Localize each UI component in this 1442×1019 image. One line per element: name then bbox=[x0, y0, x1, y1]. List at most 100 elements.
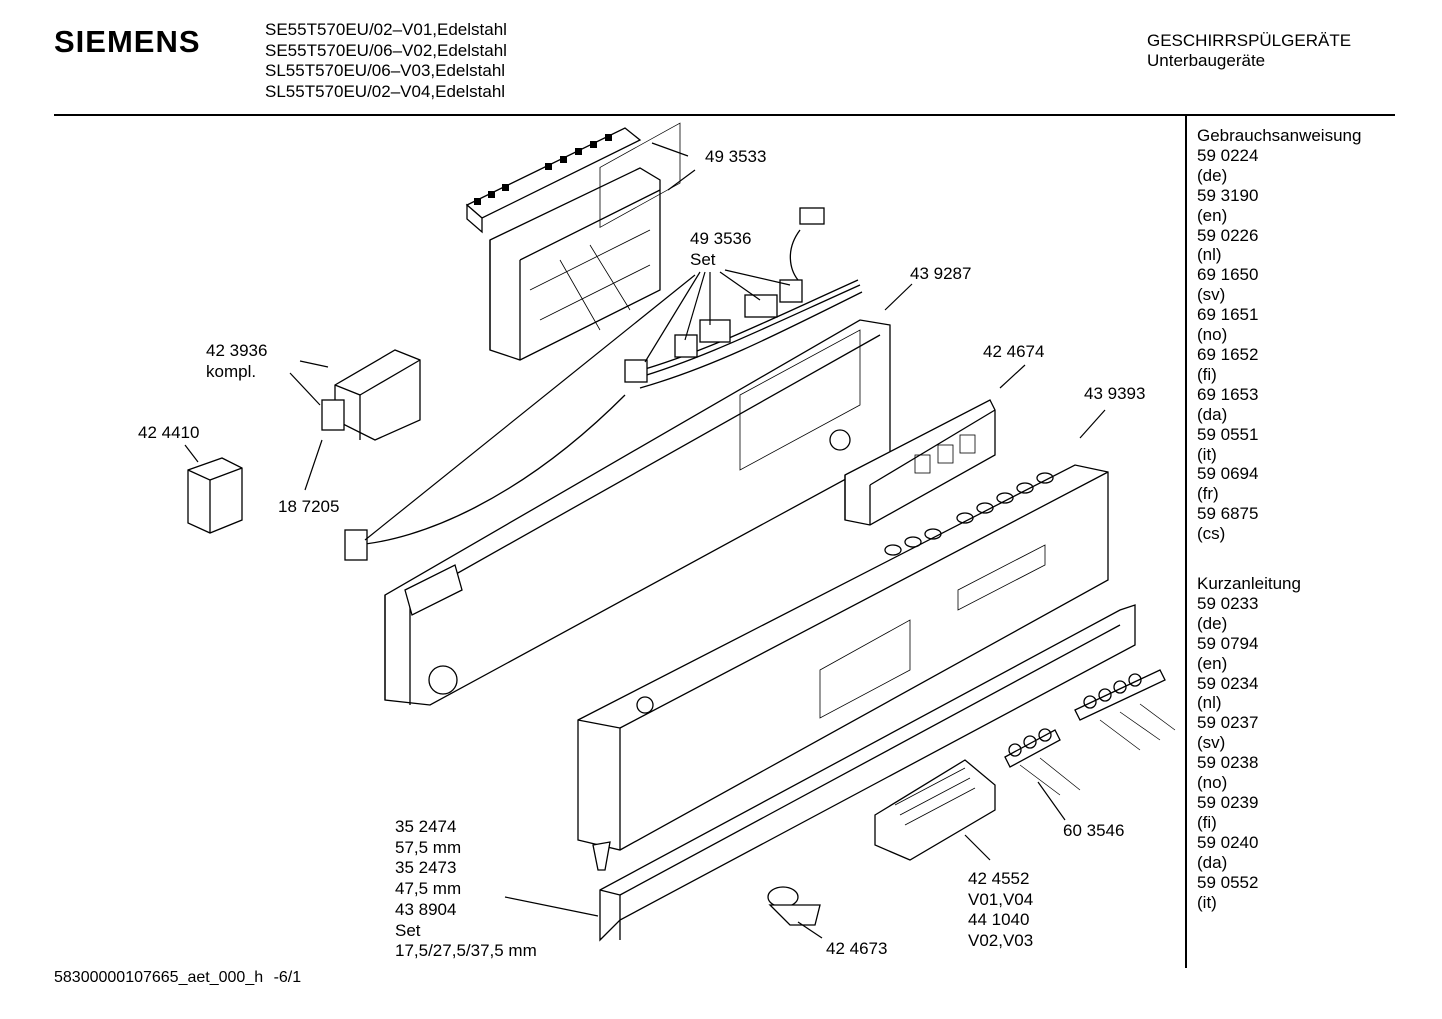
key-cap bbox=[474, 198, 481, 205]
part-label-424674: 42 4674 bbox=[983, 342, 1045, 361]
part-number: 35 2473 bbox=[395, 858, 457, 878]
electronic-module bbox=[465, 127, 661, 361]
small-sensor bbox=[767, 886, 821, 926]
key-cap bbox=[575, 148, 582, 155]
manual-heading: Gebrauchsanweisung bbox=[1197, 126, 1362, 145]
manual-number: 59 6875 bbox=[1197, 504, 1259, 524]
manual-number: 59 3190 bbox=[1197, 185, 1259, 205]
part-note: 47,5 mm bbox=[395, 879, 462, 899]
manual-lang: (sv) bbox=[1197, 285, 1226, 305]
manual-number: 69 1650 bbox=[1197, 265, 1259, 285]
manual-lang: (it) bbox=[1197, 444, 1217, 464]
manual-lang: (fr) bbox=[1197, 484, 1219, 504]
part-note: V01,V04 bbox=[968, 889, 1034, 909]
part-label-493536: 49 3536 Set bbox=[690, 229, 751, 270]
sidebar-divider bbox=[1185, 116, 1187, 968]
document-id: 58300000107665_aet_000_h bbox=[54, 969, 264, 986]
wire-harness bbox=[344, 207, 863, 561]
model-line: SE55T570EU/02–V01,Edelstahl bbox=[265, 20, 507, 39]
relay-assembly bbox=[321, 349, 421, 441]
part-label-187205: 18 7205 bbox=[278, 497, 340, 516]
key-cap bbox=[590, 141, 597, 148]
short-guide-number: 59 0233 bbox=[1197, 593, 1259, 613]
part-label-439393: 43 9393 bbox=[1084, 384, 1146, 403]
model-line: SL55T570EU/02–V04,Edelstahl bbox=[265, 81, 506, 101]
key-cap bbox=[560, 156, 567, 163]
short-guide-number: 59 0237 bbox=[1197, 713, 1259, 733]
part-label-424552: 42 4552 V01,V04 44 1040 V02,V03 bbox=[968, 869, 1033, 952]
manual-lang: (en) bbox=[1197, 205, 1228, 225]
manual-lang: (da) bbox=[1197, 404, 1228, 424]
part-label-424673: 42 4673 bbox=[826, 939, 888, 958]
key-cap bbox=[502, 184, 509, 191]
door-lock bbox=[874, 759, 996, 861]
manual-lang: (no) bbox=[1197, 325, 1228, 345]
key-cap bbox=[605, 134, 612, 141]
manual-number: 59 0551 bbox=[1197, 424, 1259, 444]
section-gap bbox=[1197, 544, 1361, 574]
part-number: 35 2474 bbox=[395, 817, 457, 836]
short-guide-number: 59 0238 bbox=[1197, 753, 1259, 773]
part-number: 42 3936 bbox=[206, 341, 268, 360]
model-list: SE55T570EU/02–V01,Edelstahl SE55T570EU/0… bbox=[265, 20, 507, 102]
part-label-352474: 35 2474 57,5 mm 35 2473 47,5 mm 43 8904 … bbox=[395, 817, 537, 962]
connector-block bbox=[187, 457, 243, 534]
short-guide-number: 59 0794 bbox=[1197, 633, 1259, 653]
manual-number: 69 1651 bbox=[1197, 305, 1259, 325]
part-number: 44 1040 bbox=[968, 910, 1030, 930]
short-guide-number: 59 0239 bbox=[1197, 793, 1259, 812]
short-guide-lang: (no) bbox=[1197, 773, 1228, 793]
short-guide-number: 59 0552 bbox=[1197, 872, 1259, 892]
short-guide-lang: (en) bbox=[1197, 653, 1228, 673]
header-divider bbox=[54, 114, 1395, 116]
exploded-parts-drawing bbox=[184, 122, 1176, 942]
page-number: -6/1 bbox=[273, 969, 302, 986]
documentation-sidebar: Gebrauchsanweisung 59 0224 (de) 59 3190 … bbox=[1197, 126, 1361, 912]
manual-number: 59 0226 bbox=[1197, 225, 1259, 245]
footer: 58300000107665_aet_000_h -6/1 bbox=[54, 969, 301, 987]
part-number: 49 3536 bbox=[690, 229, 752, 248]
part-label-424410: 42 4410 bbox=[138, 423, 200, 442]
manual-lang: (fi) bbox=[1197, 364, 1217, 384]
category-title: GESCHIRRSPÜLGERÄTE bbox=[1147, 31, 1352, 50]
front-panel bbox=[577, 464, 1109, 871]
manual-number: 69 1652 bbox=[1197, 344, 1259, 364]
short-guide-lang: (da) bbox=[1197, 852, 1228, 872]
trim-strip bbox=[599, 604, 1136, 942]
part-number: 42 4552 bbox=[968, 869, 1030, 888]
short-guide-number: 59 0234 bbox=[1197, 673, 1259, 693]
model-line: SL55T570EU/06–V03,Edelstahl bbox=[265, 61, 506, 80]
manual-number: 59 0224 bbox=[1197, 145, 1259, 165]
short-guide-heading: Kurzanleitung bbox=[1197, 574, 1301, 594]
brand-logo: SIEMENS bbox=[54, 24, 201, 59]
part-note: Set bbox=[395, 920, 421, 940]
short-guide-number: 59 0240 bbox=[1197, 832, 1259, 852]
manual-number: 59 0694 bbox=[1197, 464, 1259, 484]
short-guide-lang: (fi) bbox=[1197, 812, 1217, 832]
short-guide-lang: (it) bbox=[1197, 892, 1217, 912]
display-board bbox=[844, 399, 996, 526]
key-cap bbox=[545, 163, 552, 170]
category-block: GESCHIRRSPÜLGERÄTE Unterbaugeräte bbox=[1147, 31, 1351, 71]
short-guide-lang: (de) bbox=[1197, 613, 1228, 633]
part-note: kompl. bbox=[206, 361, 257, 381]
key-cap bbox=[488, 191, 495, 198]
part-note: 57,5 mm bbox=[395, 837, 462, 857]
short-guide-lang: (nl) bbox=[1197, 693, 1222, 713]
manual-lang: (de) bbox=[1197, 165, 1228, 185]
part-label-439287: 43 9287 bbox=[910, 264, 972, 283]
manual-lang: (cs) bbox=[1197, 524, 1226, 544]
part-label-603546: 60 3546 bbox=[1063, 821, 1125, 840]
part-number: 43 8904 bbox=[395, 899, 457, 919]
part-label-493533: 49 3533 bbox=[705, 147, 767, 166]
part-label-423936: 42 3936 kompl. bbox=[206, 341, 267, 382]
short-guide-lang: (sv) bbox=[1197, 733, 1226, 753]
part-note: Set bbox=[690, 249, 716, 269]
part-note: V02,V03 bbox=[968, 931, 1034, 951]
manual-number: 69 1653 bbox=[1197, 384, 1259, 404]
manual-lang: (nl) bbox=[1197, 245, 1222, 265]
leader-lines bbox=[184, 142, 1106, 939]
part-note: 17,5/27,5/37,5 mm bbox=[395, 941, 537, 961]
category-subtitle: Unterbaugeräte bbox=[1147, 51, 1266, 70]
button-strip bbox=[1004, 669, 1176, 796]
